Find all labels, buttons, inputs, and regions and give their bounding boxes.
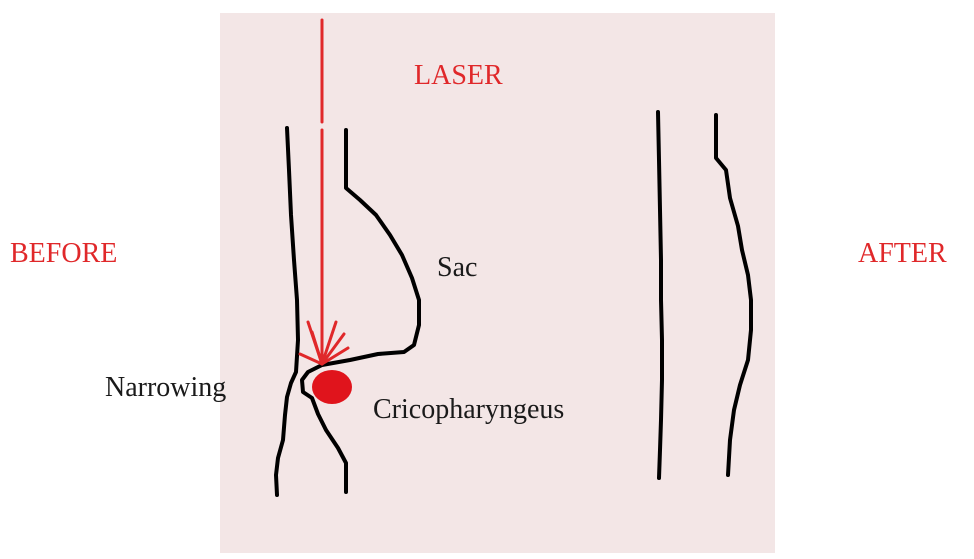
narrowing-label: Narrowing [105,374,226,402]
after-right-wall [716,115,751,475]
before-sac-wall [302,130,419,492]
laser-beam [300,20,348,364]
cricopharyngeus-label: Cricopharyngeus [373,396,564,424]
laser-label: LASER [414,62,503,90]
before-left-wall [276,128,298,495]
after-label: AFTER [858,240,947,268]
sac-label: Sac [437,254,477,282]
before-label: BEFORE [10,240,117,268]
cricopharyngeus-muscle [312,370,352,404]
after-left-wall [658,112,662,478]
